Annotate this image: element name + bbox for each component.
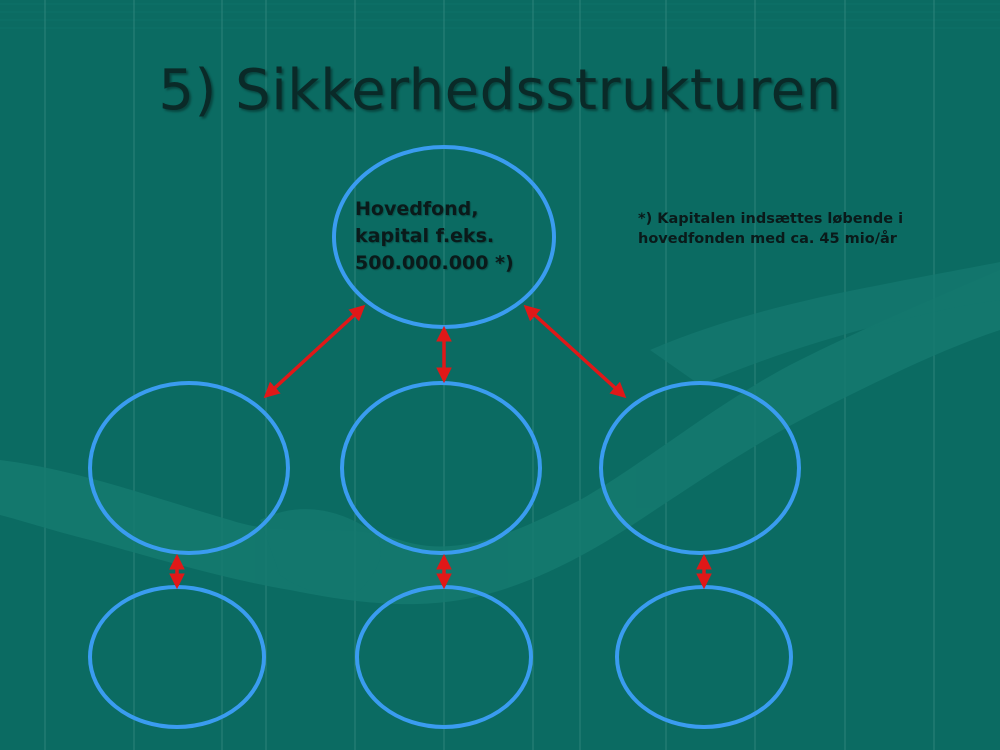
sub-fund-node-right: [599, 381, 801, 555]
leaf-node-left: [88, 585, 266, 729]
footnote-line: hovedfonden med ca. 45 mio/år: [638, 231, 897, 247]
leaf-node-center: [355, 585, 533, 729]
connector-arrow-main-left: [263, 304, 366, 399]
footnote-line: *) Kapitalen indsættes løbende i: [638, 211, 904, 227]
main-fund-label-line: Hovedfond,: [355, 198, 479, 220]
sub-fund-node-center: [340, 381, 542, 555]
connector-arrow-main-right: [523, 304, 627, 399]
main-fund-label-line: kapital f.eks.: [355, 225, 495, 247]
leaf-node-right: [615, 585, 793, 729]
main-fund-label: Hovedfond, kapital f.eks. 500.000.000 *): [355, 196, 565, 277]
main-fund-label-line: 500.000.000 *): [355, 252, 514, 274]
capital-footnote: *) Kapitalen indsættes løbende i hovedfo…: [638, 209, 978, 249]
sub-fund-node-left: [88, 381, 290, 555]
scanline-pattern: [0, 3, 1000, 29]
slide-title: 5) Sikkerhedsstrukturen: [158, 58, 842, 123]
